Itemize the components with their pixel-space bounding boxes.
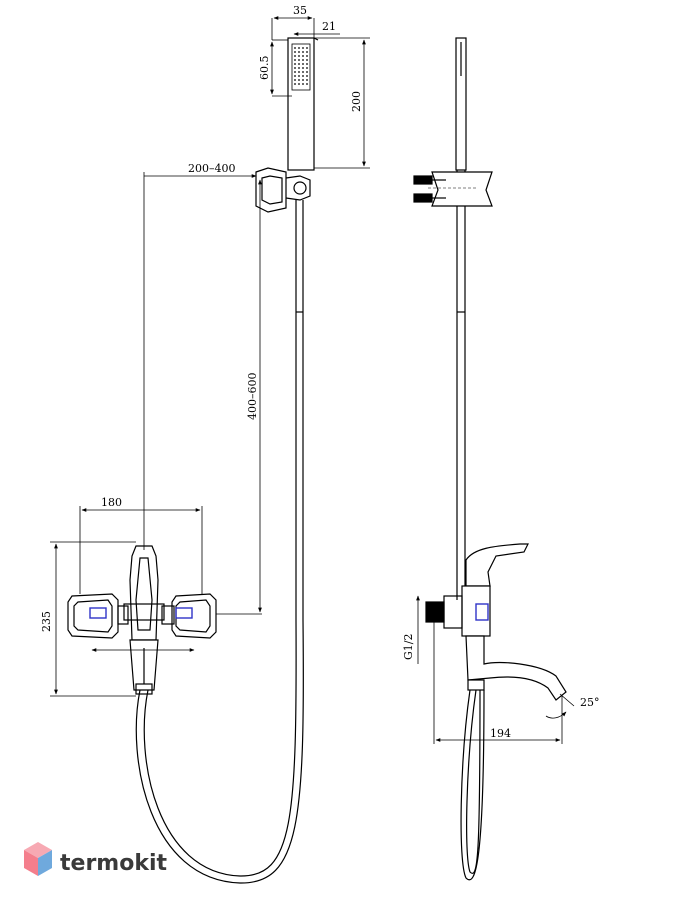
brand-cube-icon [24,842,52,876]
dim-body-height: 235 [40,611,53,632]
brand-name: termokit [60,851,167,876]
holder-side [413,171,493,207]
mixer-side [425,543,567,881]
front-view [67,37,319,884]
side-view [413,37,567,881]
dim-holder-offset: 200–400 [188,162,236,175]
shower-holder [255,167,311,213]
dim-head-spray-height: 60.5 [258,56,271,81]
dim-rail-height: 400–600 [246,373,259,421]
spray-nozzles [294,47,308,85]
brand-logo: termokit [24,842,167,876]
dim-head-width: 35 [293,4,307,17]
hand-shower-head [287,37,319,171]
dim-handles-span: 180 [101,496,122,509]
shower-hose [135,619,304,884]
slide-rail [295,200,304,620]
dim-spout-angle: 25° [580,696,600,709]
mixer-body [123,545,165,695]
dim-spout-reach: 194 [490,727,511,740]
front-dimensions [50,16,370,697]
dim-head-length: 200 [350,91,363,112]
side-dimensions [416,595,575,744]
dim-inlet-thread: G1/2 [402,634,415,661]
dim-head-side: 21 [322,20,336,33]
left-handle [67,593,129,639]
right-handle [161,593,217,639]
